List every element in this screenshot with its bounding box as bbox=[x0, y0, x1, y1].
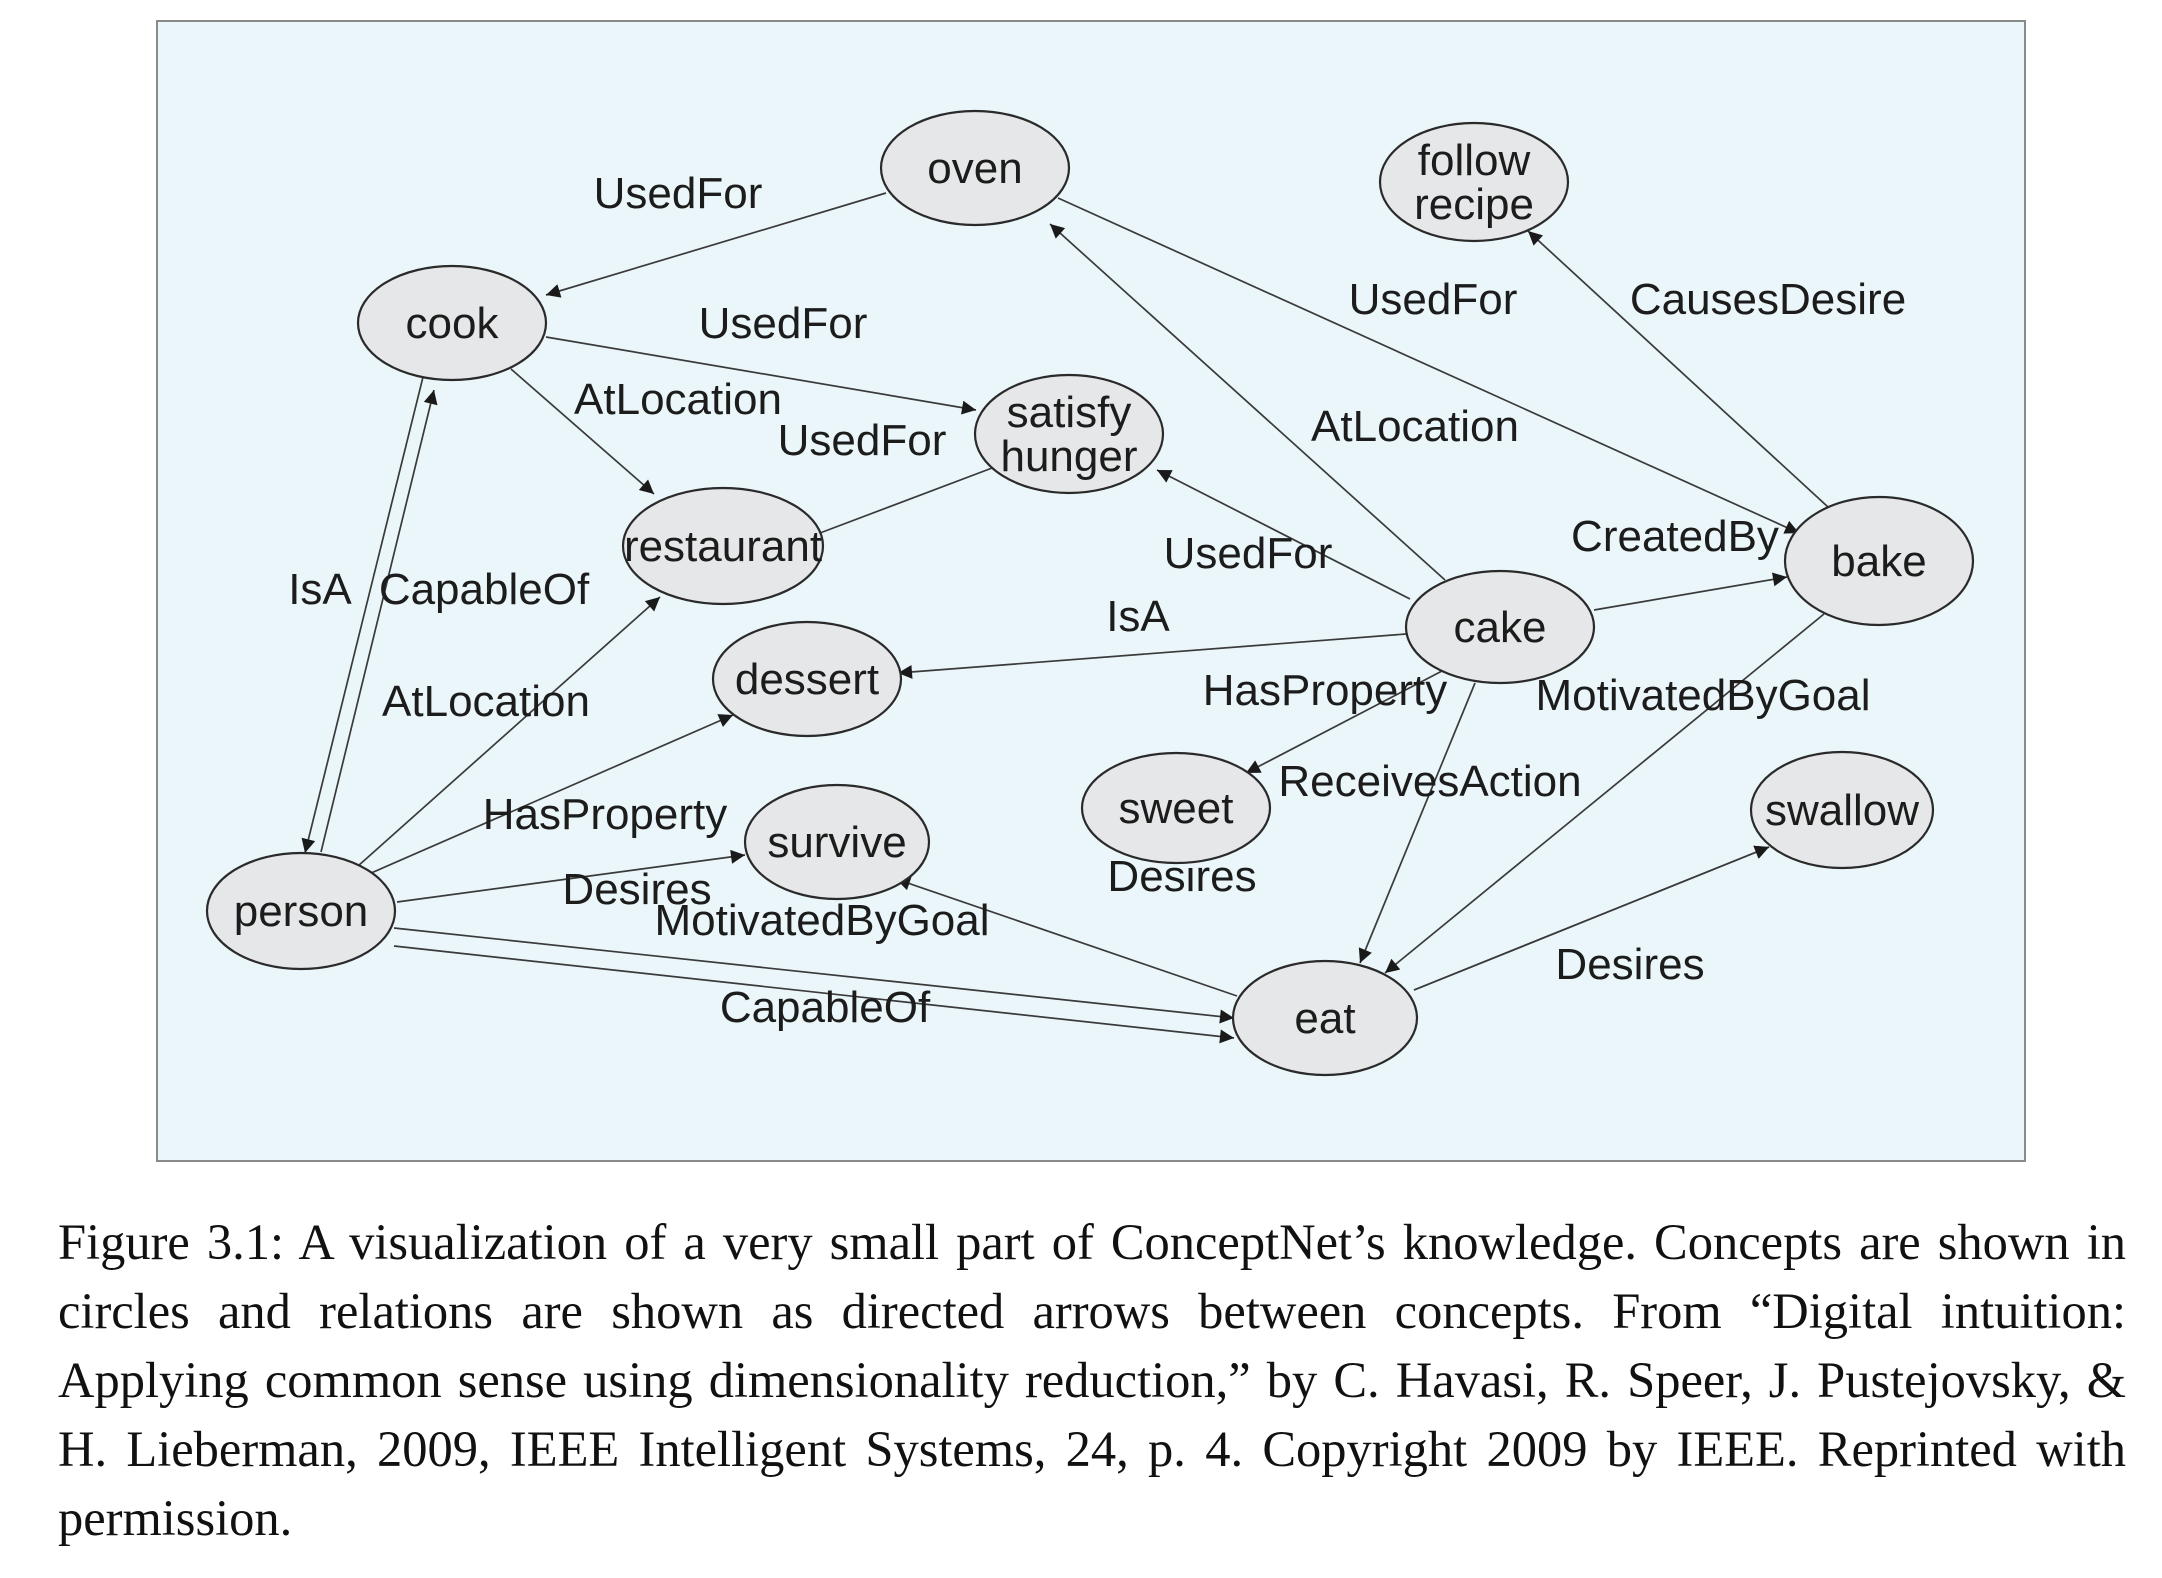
node-label: person bbox=[234, 887, 369, 936]
edge-restaurant-to-satisfy-hunger bbox=[819, 460, 1009, 534]
node-label: survive bbox=[767, 818, 906, 867]
edge-label-isa: IsA bbox=[1106, 592, 1170, 641]
node-ellipse bbox=[973, 373, 1165, 495]
node-ellipse bbox=[1231, 959, 1419, 1077]
node-label: restaurant bbox=[624, 522, 822, 571]
node-bake: bake bbox=[1783, 495, 1975, 627]
edge-person-to-cook bbox=[320, 389, 438, 853]
node-swallow: swallow bbox=[1749, 750, 1935, 870]
edge-label-usedfor: UsedFor bbox=[1164, 529, 1333, 578]
node-oven: oven bbox=[879, 109, 1071, 227]
node-label: cook bbox=[406, 299, 500, 348]
node-cake: cake bbox=[1404, 569, 1596, 685]
edge-cake-to-sweet bbox=[1245, 670, 1443, 774]
edge-label-desires: Desires bbox=[562, 865, 711, 914]
node-eat: eat bbox=[1231, 959, 1419, 1077]
node-ellipse bbox=[879, 109, 1071, 227]
node-ellipse bbox=[356, 264, 548, 382]
node-survive: survive bbox=[743, 783, 931, 901]
edge-label-atlocation: AtLocation bbox=[1311, 402, 1519, 451]
edge-bake-to-eat bbox=[1384, 613, 1825, 974]
edge-label-usedfor: UsedFor bbox=[594, 169, 763, 218]
edge-dessert-to-sweet bbox=[361, 714, 734, 878]
edge-eat-to-swallow bbox=[1413, 845, 1770, 991]
diagram-panel bbox=[156, 20, 2026, 1162]
edge-label-usedfor: UsedFor bbox=[1349, 275, 1518, 324]
node-label: recipe bbox=[1414, 180, 1534, 229]
node-restaurant: restaurant bbox=[621, 486, 825, 606]
node-dessert: dessert bbox=[711, 620, 903, 738]
edge-label-isa: IsA bbox=[288, 565, 352, 614]
node-cook: cook bbox=[356, 264, 548, 382]
edge-label-atlocation: AtLocation bbox=[574, 375, 782, 424]
node-label: sweet bbox=[1119, 784, 1234, 833]
node-label: swallow bbox=[1765, 786, 1919, 835]
edge-label-createdby: CreatedBy bbox=[1571, 512, 1779, 561]
edge-label-motivatedbygoal: MotivatedByGoal bbox=[1535, 671, 1870, 720]
node-ellipse bbox=[1080, 751, 1272, 865]
edge-cake-to-oven bbox=[1049, 223, 1446, 581]
edge-person-to-survive bbox=[895, 876, 1238, 997]
edge-oven-to-bake bbox=[1057, 197, 1800, 534]
edge-label-usedfor: UsedFor bbox=[778, 416, 947, 465]
edge-label-atlocation: AtLocation bbox=[382, 677, 590, 726]
edge-label-capableof: CapableOf bbox=[379, 565, 590, 614]
node-label: bake bbox=[1831, 537, 1926, 586]
node-ellipse bbox=[1749, 750, 1935, 870]
edges-layer bbox=[301, 192, 1829, 1044]
node-ellipse bbox=[711, 620, 903, 738]
edge-cake-to-bake bbox=[1593, 572, 1788, 611]
node-label: satisfy bbox=[1007, 388, 1132, 437]
figure-caption: Figure 3.1: A visualization of a very sm… bbox=[58, 1214, 2126, 1546]
edge-label-capableof: CapableOf bbox=[720, 983, 931, 1032]
node-label: follow bbox=[1418, 136, 1531, 185]
edge-cake-to-eat bbox=[1358, 682, 1476, 964]
node-ellipse bbox=[1783, 495, 1975, 627]
edge-cook-to-person bbox=[301, 376, 424, 854]
node-label: oven bbox=[927, 144, 1022, 193]
edge-oven-to-cook bbox=[545, 192, 887, 298]
edge-label-hasproperty: HasProperty bbox=[1203, 666, 1448, 715]
node-person: person bbox=[205, 851, 397, 971]
node-sweet: sweet bbox=[1080, 751, 1272, 865]
edge-label-hasproperty: HasProperty bbox=[483, 790, 728, 839]
node-label: hunger bbox=[1000, 432, 1137, 481]
edge-label-usedfor: UsedFor bbox=[699, 299, 868, 348]
node-ellipse bbox=[1404, 569, 1596, 685]
node-label: dessert bbox=[735, 655, 879, 704]
edge-eat-to-survive bbox=[393, 927, 1235, 1024]
edge-cook-to-satisfy-hunger bbox=[545, 336, 977, 415]
node-label: cake bbox=[1454, 603, 1547, 652]
edge-label-causesdesire: CausesDesire bbox=[1630, 275, 1906, 324]
edge-person-to-restaurant bbox=[357, 596, 661, 867]
node-label: eat bbox=[1294, 994, 1355, 1043]
edge-cake-to-satisfy-hunger bbox=[1156, 469, 1411, 600]
edge-cook-to-restaurant bbox=[510, 368, 655, 495]
node-ellipse bbox=[621, 486, 825, 606]
node-ellipse bbox=[205, 851, 397, 971]
edge-bake-to-follow-recipe bbox=[1527, 230, 1829, 508]
edge-person-to-eat bbox=[393, 945, 1235, 1044]
edge-label-motivatedbygoal: MotivatedByGoal bbox=[654, 896, 989, 945]
edge-cake-to-dessert bbox=[897, 633, 1407, 679]
edge-person-to-dessert bbox=[396, 849, 746, 903]
edge-label-receivesaction: ReceivesAction bbox=[1278, 757, 1581, 806]
node-ellipse bbox=[1378, 121, 1570, 243]
edge-label-desires: Desires bbox=[1555, 940, 1704, 989]
node-ellipse bbox=[743, 783, 931, 901]
